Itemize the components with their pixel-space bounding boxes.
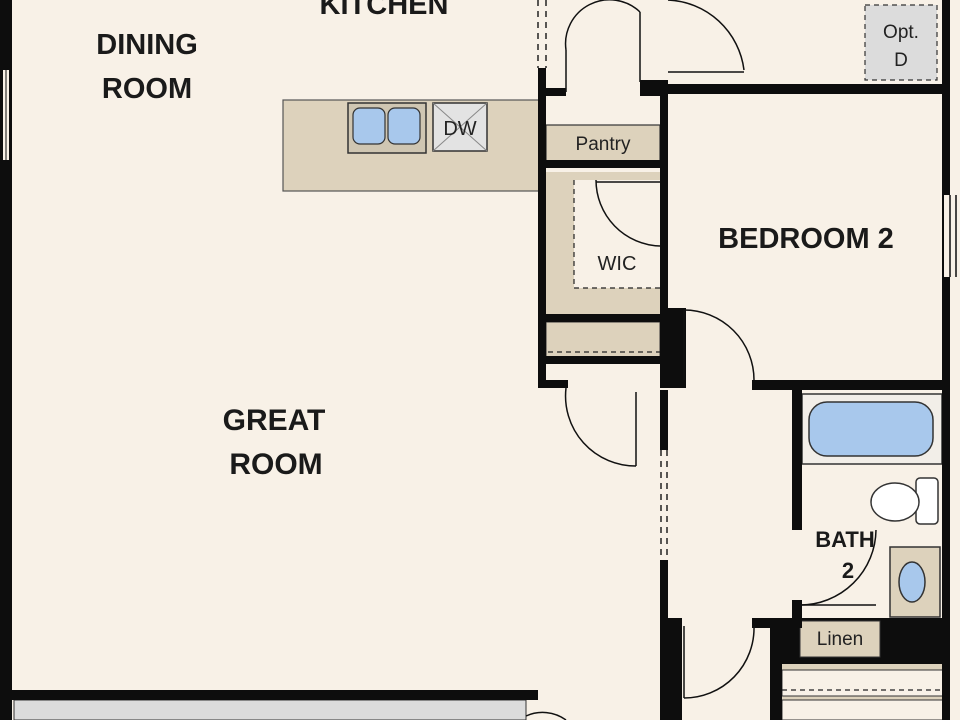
kitchen-island: DW — [282, 99, 541, 192]
pantry: Pantry — [545, 124, 661, 162]
linen-label: Linen — [817, 629, 864, 650]
opt-line1: Opt. — [883, 22, 919, 43]
dishwasher-icon: DW — [432, 102, 488, 152]
opt-d-panel: Opt. D — [864, 4, 938, 81]
door-swings — [525, 0, 877, 720]
vanity-sink-icon — [889, 546, 941, 618]
bath-2-label-line1: BATH — [815, 527, 874, 552]
hall-closet — [545, 321, 661, 359]
opt-line2: D — [894, 50, 908, 71]
kitchen-label: KITCHEN — [320, 0, 449, 21]
bath-2-label-line2: 2 — [842, 558, 854, 583]
pantry-label: Pantry — [576, 134, 631, 155]
dining-room-label-line1: DINING — [96, 29, 198, 61]
great-room-label-line1: GREAT — [223, 404, 326, 437]
bedroom-2-label: BEDROOM 2 — [718, 223, 894, 255]
great-room-label-line2: ROOM — [229, 448, 322, 481]
wic-label: WIC — [598, 253, 637, 275]
toilet-icon — [870, 477, 939, 525]
garage-area — [13, 699, 527, 720]
walk-in-closet: WIC — [546, 172, 660, 318]
dining-room-label-line2: ROOM — [102, 73, 192, 105]
linen-closet: Linen — [780, 618, 948, 664]
bathtub-icon — [801, 393, 943, 465]
dashed-lines — [537, 0, 668, 560]
dishwasher-label: DW — [443, 118, 476, 140]
bottom-right-closet — [780, 664, 948, 720]
